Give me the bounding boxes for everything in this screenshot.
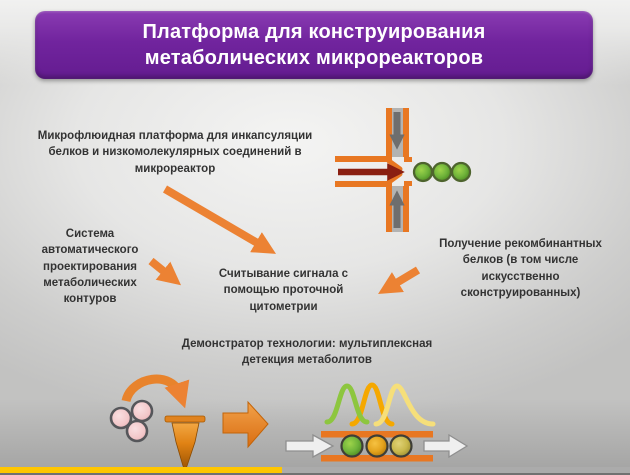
bead-circle [109, 406, 133, 430]
analyte-droplet-green [340, 434, 364, 458]
channel-wall [321, 455, 433, 462]
label-recombinant-proteins: Получение рекомбинантных белков (в том ч… [439, 238, 602, 299]
bead-circle [125, 419, 149, 443]
label-signal-readout: Считывание сигнала с помощью проточной ц… [218, 268, 349, 313]
nozzle-wall [386, 158, 403, 172]
channel-wall [403, 108, 409, 157]
seekbar-played-segment[interactable] [0, 467, 282, 473]
channel-wall [335, 156, 392, 162]
analyte-droplet-gold [365, 434, 389, 458]
curved-transfer-arrow [121, 374, 190, 409]
channel-wall [386, 186, 392, 232]
channel-wall [335, 181, 392, 187]
outlet-wall [404, 181, 412, 186]
slide-title-banner: Платформа для конструирования метаболиче… [35, 11, 593, 79]
video-seekbar[interactable] [0, 467, 630, 475]
droplet-circle [431, 161, 453, 183]
analyte-droplet-olive [389, 434, 413, 458]
label-demonstrator: Демонстратор технологии: мультиплексная … [181, 338, 433, 367]
label-microfluidic-platform: Микрофлюидная платформа для инкапсуляции… [37, 130, 313, 175]
arrow-recombinant-to-signal [378, 266, 421, 294]
flow-direction-arrow-left [285, 433, 335, 459]
droplet-circle [412, 161, 434, 183]
label-design-system: Система автоматического проектирования м… [41, 228, 139, 306]
slide-title: Платформа для конструирования метаболиче… [142, 21, 486, 69]
channel-wall [403, 186, 409, 232]
signal-peak-green [324, 383, 370, 425]
bead-circle [130, 399, 154, 423]
flow-direction-arrow-right [423, 433, 469, 459]
outlet-wall [404, 157, 412, 162]
seekbar-remaining-segment[interactable] [282, 467, 630, 473]
tube-cap [164, 415, 206, 423]
tube-body [171, 422, 200, 469]
arrow-microfluidic-to-signal [162, 185, 277, 254]
channel-wall [321, 431, 433, 438]
flow-cytometry-icon [285, 382, 469, 462]
process-block-arrow [222, 400, 269, 449]
microfluidic-junction-icon [335, 108, 472, 232]
channel-wall [386, 108, 392, 157]
seekbar-track-base [0, 473, 630, 475]
signal-peak-pale-yellow [373, 383, 436, 427]
encapsulation-tube-icon [109, 374, 269, 469]
droplet-circle [450, 161, 472, 183]
arrow-design-to-signal [148, 257, 182, 286]
